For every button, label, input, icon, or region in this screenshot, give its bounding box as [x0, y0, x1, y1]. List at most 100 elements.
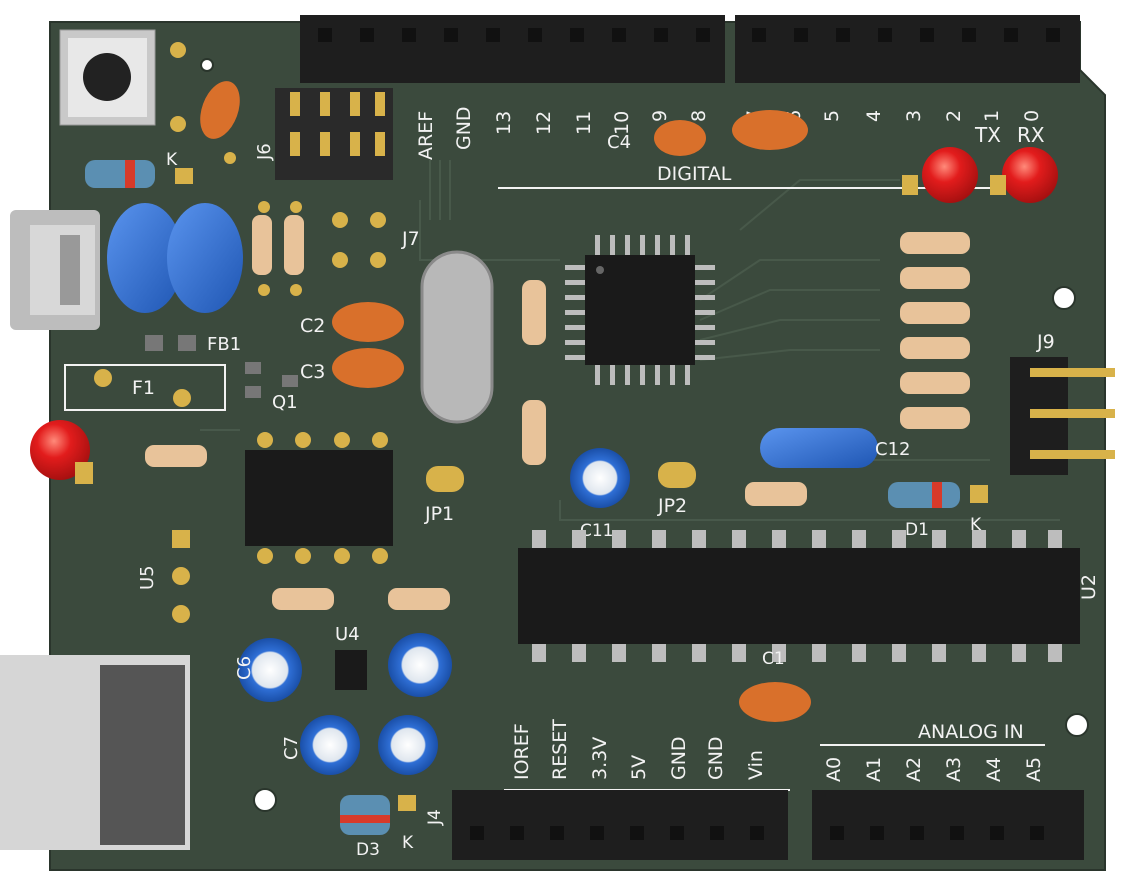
analog-header	[812, 790, 1084, 860]
c6-label: C6	[234, 656, 255, 680]
u2-label: U2	[1078, 574, 1100, 600]
solder-jumper	[426, 466, 464, 492]
diode-d3	[340, 795, 416, 835]
c2-label: C2	[300, 315, 325, 337]
d1-label: D1	[905, 520, 929, 540]
c7-label: C7	[281, 736, 302, 760]
j4-label: J4	[425, 809, 445, 826]
led-power	[30, 420, 93, 484]
ceramic-capacitor	[654, 120, 706, 156]
diode-d1	[888, 482, 988, 508]
analog-pin-label: A0	[823, 757, 845, 782]
electrolytic-capacitor	[378, 715, 438, 775]
solder-jumper	[658, 462, 696, 488]
c4-label: C4	[607, 132, 631, 153]
power-pin-label: GND	[668, 736, 690, 780]
tx-label: TX	[974, 123, 1001, 147]
analog-pin-label: A5	[1023, 757, 1045, 782]
power-header	[452, 790, 788, 860]
pin-label: 12	[533, 111, 555, 135]
led-tx	[902, 147, 978, 203]
power-pin-label: 3.3V	[589, 737, 611, 780]
resistor	[522, 280, 546, 465]
resistor	[272, 588, 334, 610]
j7-label: J7	[401, 228, 420, 250]
sot-ic-u4	[335, 650, 367, 690]
fb1-label: FB1	[207, 334, 241, 355]
rx-label: RX	[1017, 123, 1045, 147]
pin-label: 4	[863, 110, 885, 122]
usb-micro-connector	[10, 210, 100, 330]
c11-label: C11	[580, 521, 614, 541]
j7-header	[332, 212, 386, 268]
resistor	[252, 215, 304, 275]
c1-label: C1	[762, 649, 785, 669]
power-jack	[0, 655, 190, 850]
power-pin-label: RESET	[549, 719, 571, 780]
pin-label: 10	[611, 111, 633, 135]
j6-pin-header	[275, 88, 393, 180]
digital-header-right	[735, 15, 1080, 83]
pin-label: 3	[903, 110, 925, 122]
pin-label: 9	[649, 110, 671, 122]
analog-in-label: ANALOG IN	[918, 721, 1024, 743]
power-pin-label: IOREF	[511, 723, 533, 780]
electrolytic-capacitor	[238, 638, 302, 702]
pin-label: 0	[1021, 110, 1043, 122]
pin-label: 8	[688, 110, 710, 122]
j6-label: J6	[254, 143, 275, 161]
jp2-label: JP2	[657, 495, 687, 517]
analog-pin-label: A3	[943, 757, 965, 782]
led-rx	[990, 147, 1058, 203]
j9-pin-header	[1010, 357, 1115, 475]
pin-label: 5	[821, 110, 843, 122]
power-pin-label: Vin	[745, 750, 767, 780]
analog-pin-label: A4	[983, 757, 1005, 782]
u4-label: U4	[335, 624, 360, 645]
j9-label: J9	[1036, 331, 1055, 353]
power-pin-label: GND	[705, 736, 727, 780]
pin-label: 13	[493, 111, 515, 135]
electrolytic-capacitor	[570, 448, 630, 508]
u5-label: U5	[137, 565, 158, 590]
electrolytic-capacitor	[388, 633, 452, 697]
reset-button[interactable]	[59, 29, 156, 126]
dip-ic-u2	[518, 530, 1080, 662]
ceramic-capacitor	[332, 348, 404, 388]
f1-label: F1	[132, 377, 155, 399]
d3-label: D3	[356, 840, 380, 860]
resistor	[145, 445, 207, 467]
pin-label: 11	[573, 111, 595, 135]
jp1-label: JP1	[424, 503, 454, 525]
c12-label: C12	[875, 439, 910, 460]
crystal-oscillator	[420, 250, 494, 424]
pin-label: 2	[943, 110, 965, 122]
digital-header-left	[300, 15, 725, 83]
diode-top	[85, 160, 193, 188]
electrolytic-capacitor	[300, 715, 360, 775]
copper-traces	[200, 160, 1060, 521]
blue-capacitor	[167, 203, 243, 313]
resistor	[745, 482, 807, 506]
analog-pin-label: A1	[863, 757, 885, 782]
blue-capacitor	[760, 428, 878, 468]
blue-capacitor	[107, 203, 183, 313]
ceramic-capacitor	[732, 110, 808, 150]
qfp-microcontroller	[565, 235, 715, 385]
q1-label: Q1	[272, 392, 298, 413]
pin-label: 1	[981, 110, 1003, 122]
resistor-array	[900, 232, 970, 429]
c3-label: C3	[300, 361, 325, 383]
ceramic-capacitor	[332, 302, 404, 342]
ceramic-capacitor	[739, 682, 811, 722]
pin-label: GND	[453, 106, 475, 150]
dip8-ic	[245, 432, 393, 564]
mounting-holes	[200, 58, 1089, 812]
analog-pin-label: A2	[903, 757, 925, 782]
digital-label: DIGITAL	[657, 163, 732, 185]
k-label: K	[402, 833, 414, 853]
power-pin-label: 5V	[628, 755, 650, 780]
k-label: K	[166, 150, 178, 170]
resistor	[388, 588, 450, 610]
